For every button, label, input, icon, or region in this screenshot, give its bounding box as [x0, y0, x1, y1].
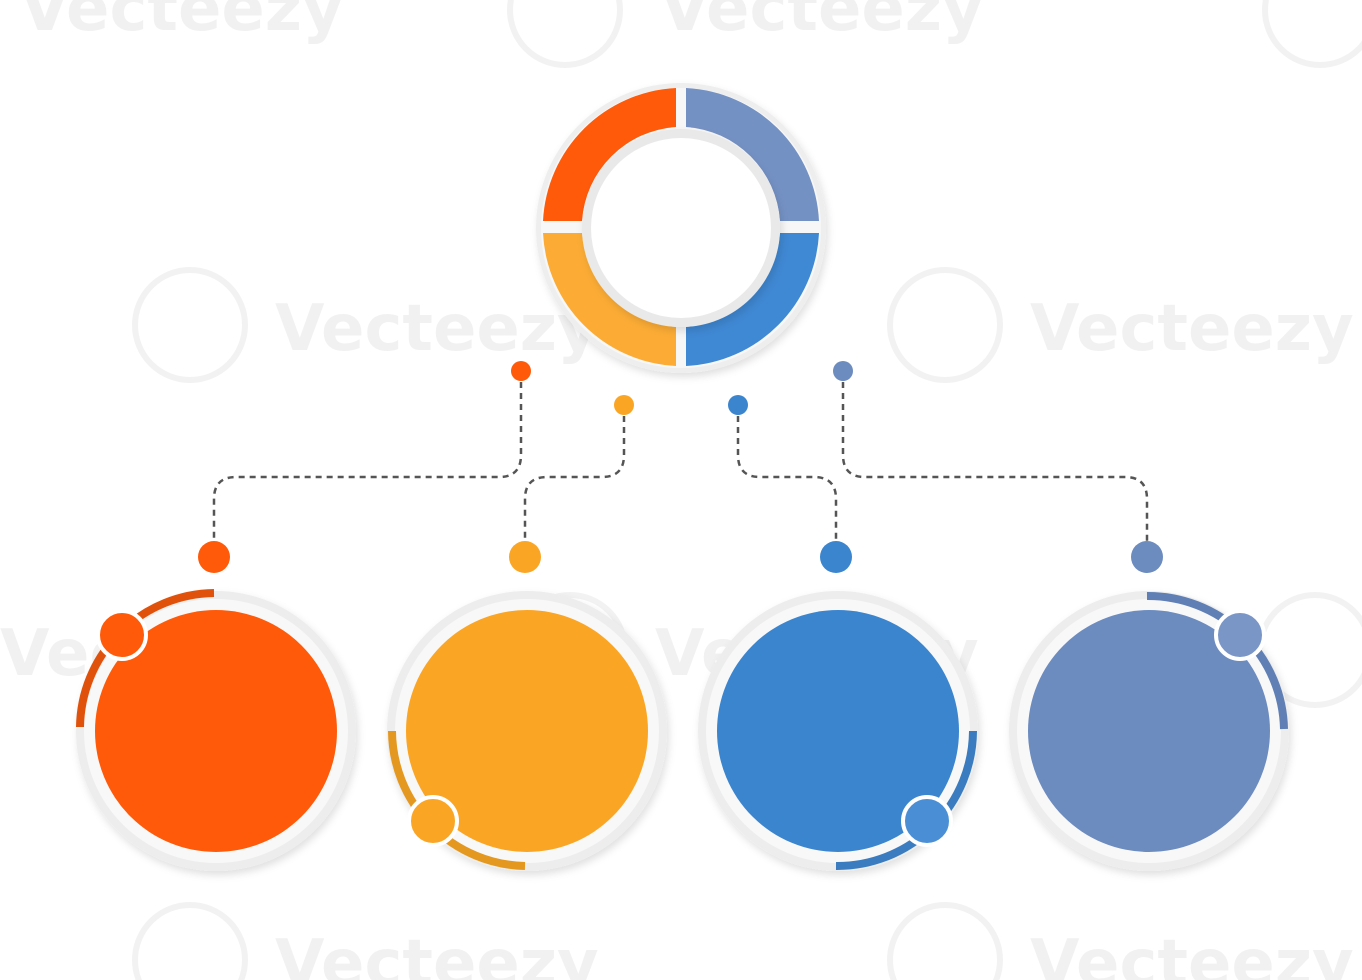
watermark-text: Vecteezy [20, 0, 344, 46]
node-orange [76, 589, 356, 871]
connector-dot [511, 361, 531, 381]
watermark-text: Vecteezy [1030, 927, 1354, 980]
hub-segment-blue [686, 233, 819, 366]
watermark-text: Vecteezy [275, 927, 599, 980]
hub-segment-slate [686, 88, 819, 221]
watermark-text: Vecteezy [1030, 292, 1354, 366]
hub-segment-orange [543, 88, 676, 221]
connector-yellow [523, 405, 626, 557]
node-disc [717, 610, 959, 852]
node-marker [96, 609, 148, 661]
node-marker [407, 795, 459, 847]
connector-dot [1131, 541, 1163, 573]
hub-center [591, 138, 771, 318]
node-disc [1028, 610, 1270, 852]
connector-blue [736, 405, 838, 557]
watermark-logo [132, 0, 1362, 980]
connector-dot [509, 541, 541, 573]
hub-segment-yellow [543, 233, 676, 366]
connector-dot [820, 541, 852, 573]
connector-dot [728, 395, 748, 415]
connector-dot [833, 361, 853, 381]
connector-lines [212, 371, 1149, 557]
node-disc [406, 610, 648, 852]
hub-ring [536, 83, 826, 373]
hub-connector-dots [511, 361, 853, 415]
connector-orange [212, 371, 523, 557]
node-blue [698, 591, 978, 871]
connector-dot [198, 541, 230, 573]
node-marker [901, 795, 953, 847]
node-marker [1214, 609, 1266, 661]
connector-slate [841, 371, 1149, 557]
node-slate [1009, 591, 1289, 871]
node-connector-dots [198, 541, 1163, 573]
watermark-text: Vecteezy [660, 0, 984, 46]
watermark-text: Vecteezy [275, 292, 599, 366]
connector-dot [614, 395, 634, 415]
node-disc [95, 610, 337, 852]
node-yellow [387, 591, 667, 871]
